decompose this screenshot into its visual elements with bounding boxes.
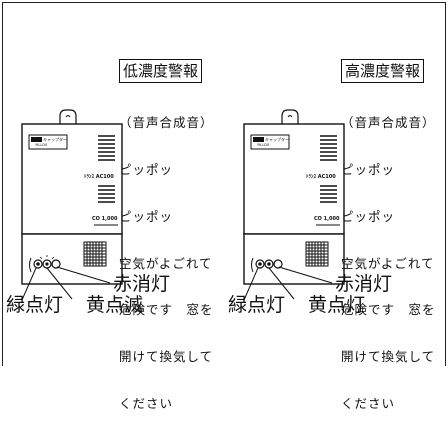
message-line: 危険です 窓を bbox=[119, 302, 214, 318]
message-line: ピッポッ bbox=[341, 161, 396, 177]
led-yellow-on bbox=[264, 259, 274, 269]
speaker-grille bbox=[83, 241, 107, 267]
label-red-off: 赤消灯 bbox=[113, 273, 171, 295]
message-line: 空気がよごれて bbox=[119, 255, 213, 271]
device-brand-text: キャップター bbox=[265, 137, 289, 142]
device-model-text: YK-LD0 bbox=[35, 143, 48, 147]
led-green bbox=[33, 259, 43, 269]
message-line: ピッポッ bbox=[119, 161, 174, 177]
led-red-off bbox=[51, 259, 61, 269]
voice-message: （音声合成音） ピッポッ ピッポッ 空気がよごれて 危険です 窓を 開けて換気し… bbox=[341, 84, 436, 443]
label-yellow-status: 黄点滅 bbox=[86, 294, 144, 316]
device-body-lower bbox=[243, 233, 345, 285]
device-side-text: ﾄﾗﾝｽ AC100 bbox=[306, 174, 336, 180]
alarm-title: 高濃度警報 bbox=[341, 59, 425, 83]
hanger-hook bbox=[59, 109, 77, 124]
message-line: ください bbox=[341, 395, 396, 411]
message-line: （音声合成音） bbox=[341, 115, 436, 131]
vent-slots bbox=[98, 135, 115, 203]
panel-high-alarm: キャップター YK-LD0 ﾄﾗﾝｽ AC100 CO 1,000 高濃度警報 … bbox=[222, 0, 444, 411]
message-line: （音声合成音） bbox=[119, 115, 214, 131]
device-badge-text: CO 1,000 bbox=[92, 216, 118, 222]
message-line: 開けて換気して bbox=[119, 349, 214, 365]
device-model-text: YK-LD0 bbox=[257, 143, 270, 147]
detector-device-low bbox=[21, 109, 123, 301]
led-red-off bbox=[273, 259, 283, 269]
message-line: 危険です 窓を bbox=[341, 302, 436, 318]
leader-lines bbox=[243, 266, 333, 301]
led-green bbox=[255, 259, 265, 269]
label-green-on: 緑点灯 bbox=[6, 294, 64, 316]
label-yellow-status: 黄点灯 bbox=[308, 294, 366, 316]
label-green-on: 緑点灯 bbox=[228, 294, 286, 316]
device-body-lower bbox=[21, 233, 123, 285]
message-line: ピッポッ bbox=[119, 208, 174, 224]
detector-device-high bbox=[243, 109, 345, 301]
vent-slots bbox=[320, 135, 337, 203]
voice-message: （音声合成音） ピッポッ ピッポッ 空気がよごれて 危険です 窓を 開けて換気し… bbox=[119, 84, 214, 443]
hanger-hook bbox=[281, 109, 299, 124]
device-brand-text: キャップター bbox=[43, 137, 67, 142]
alarm-title: 低濃度警報 bbox=[119, 59, 203, 83]
leader-lines bbox=[21, 266, 111, 301]
message-line: ピッポッ bbox=[341, 208, 396, 224]
message-line: 開けて換気して bbox=[341, 349, 436, 365]
device-badge-text: CO 1,000 bbox=[314, 216, 340, 222]
message-line: ください bbox=[119, 395, 174, 411]
message-line: 空気がよごれて bbox=[341, 255, 435, 271]
panel-low-alarm: キャップター YK-LD0 ﾄﾗﾝｽ AC100 CO 1,000 低濃度警報 … bbox=[0, 0, 222, 411]
speaker-grille bbox=[305, 241, 329, 267]
label-red-off: 赤消灯 bbox=[335, 273, 393, 295]
device-side-text: ﾄﾗﾝｽ AC100 bbox=[84, 174, 114, 180]
